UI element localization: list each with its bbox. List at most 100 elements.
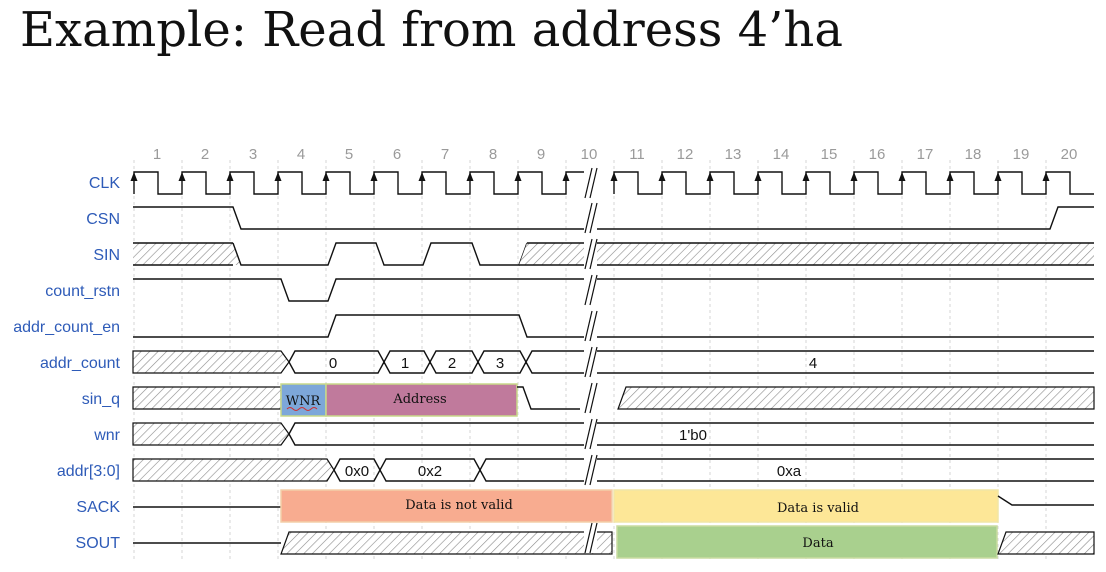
sin-hatch-end: [519, 243, 1094, 265]
addr-count-bus-top: [288, 350, 1094, 364]
addr-count-value-2: 2: [448, 355, 456, 372]
time-break-line: [584, 310, 593, 342]
cycle-number: 20: [1061, 146, 1078, 163]
time-break-line: [584, 238, 593, 270]
clk-edge-arrow: [850, 172, 858, 181]
sout-data-label: Data: [802, 536, 833, 551]
sack-valid-box: [613, 489, 999, 523]
time-break-line: [589, 418, 598, 450]
cycle-number: 3: [249, 146, 257, 163]
wnr-hatch: [132, 422, 290, 446]
signal-labels: CLK CSN SIN count_rstn addr_count_en add…: [13, 175, 120, 552]
sack-not-valid-box: [280, 489, 613, 523]
wave-sin-q: WNR Address: [132, 383, 1095, 417]
label-wnr: wnr: [93, 427, 120, 444]
cycle-number: 13: [725, 146, 742, 163]
label-addr: addr[3:0]: [57, 463, 120, 480]
time-break-line: [584, 202, 593, 234]
cycle-number: 11: [629, 146, 645, 163]
time-break-line: [589, 382, 598, 414]
sin-hatch-start: [133, 243, 241, 265]
addr-value-0xa: 0xa: [777, 463, 802, 480]
sout-data-box: [616, 525, 998, 559]
clk-edge-arrow: [418, 172, 426, 181]
time-break-line: [589, 202, 598, 234]
time-break-line: [589, 522, 598, 554]
clk-edge-arrow: [562, 172, 570, 181]
wave-clk: [130, 171, 1094, 195]
sin-q-wnr-label: WNR: [286, 394, 322, 409]
wnr-value: 1'b0: [679, 427, 707, 444]
label-addr-count-en: addr_count_en: [13, 319, 120, 336]
label-addr-count: addr_count: [40, 355, 121, 372]
addr-value-0x2: 0x2: [418, 463, 442, 480]
wave-addr-count-en: [133, 314, 1094, 338]
sack-not-valid-label: Data is not valid: [405, 498, 513, 513]
time-break-line: [584, 274, 593, 306]
sack-tail: [997, 495, 1094, 506]
clk-edge-arrow: [802, 172, 810, 181]
clk-edge-arrow: [1042, 172, 1050, 181]
clk-edge-arrow: [130, 172, 138, 181]
cycle-number: 15: [821, 146, 838, 163]
clk-edge-arrow: [610, 172, 618, 181]
time-break-line: [584, 522, 593, 554]
cycle-number: 2: [201, 146, 209, 163]
wave-wnr: 1'b0: [132, 422, 1094, 446]
cycle-number: 1: [153, 146, 161, 163]
sin-q-hatch-end: [617, 386, 1095, 410]
clk-edge-arrow: [898, 172, 906, 181]
time-break-line: [584, 418, 593, 450]
sin-hatch-end-edge: [519, 242, 1094, 266]
clk-edge-arrow: [946, 172, 954, 181]
label-sack: SACK: [76, 499, 120, 516]
clk-edge-arrow: [514, 172, 522, 181]
sout-hatch-start: [280, 531, 613, 555]
addr-hatch: [132, 458, 335, 482]
time-break-marks: [584, 167, 598, 554]
sout-hatch-end: [997, 531, 1095, 555]
cycle-number: 7: [441, 146, 449, 163]
clk-edge-arrow: [706, 172, 714, 181]
clk-edge-arrow: [226, 172, 234, 181]
cycle-number: 17: [917, 146, 934, 163]
time-break-line: [584, 167, 593, 199]
sack-valid-label: Data is valid: [777, 501, 859, 516]
clk-waveform: [133, 171, 1094, 195]
clk-edge-arrow: [658, 172, 666, 181]
sin-q-address-field: [325, 383, 518, 417]
cycle-number: 6: [393, 146, 401, 163]
time-break-line: [589, 167, 598, 199]
sin-q-hatch-start: [132, 386, 282, 410]
cycle-number: 14: [773, 146, 790, 163]
clk-edge-arrow: [178, 172, 186, 181]
sin-q-address-label: Address: [392, 392, 446, 407]
clk-edge-arrow: [322, 172, 330, 181]
clk-edge-arrow: [994, 172, 1002, 181]
cycle-number: 12: [677, 146, 694, 163]
time-break-line: [589, 310, 598, 342]
label-sin: SIN: [93, 247, 120, 264]
spellcheck-squiggle: [286, 407, 318, 411]
wave-addr-count: 0 1 2 3 4: [132, 350, 1094, 374]
time-break-line: [584, 382, 593, 414]
addr-count-value-1: 1: [401, 355, 409, 372]
label-sout: SOUT: [76, 535, 121, 552]
label-sin-q: sin_q: [82, 391, 120, 408]
sin-q-wnr-field: [280, 383, 327, 417]
sin-hatch-start-edge: [133, 242, 233, 266]
label-csn: CSN: [86, 211, 120, 228]
cycle-number: 19: [1013, 146, 1030, 163]
addr-bus-top: [333, 458, 1094, 472]
cycle-number: 4: [297, 146, 305, 163]
cycle-number: 5: [345, 146, 353, 163]
wnr-bus: [288, 422, 1094, 446]
sin-bits: [232, 242, 528, 266]
wave-sout: Data: [133, 525, 1095, 559]
time-break-line: [589, 274, 598, 306]
addr-count-bus-bottom: [288, 360, 1094, 374]
time-break-line: [584, 346, 593, 378]
time-break-line: [589, 346, 598, 378]
